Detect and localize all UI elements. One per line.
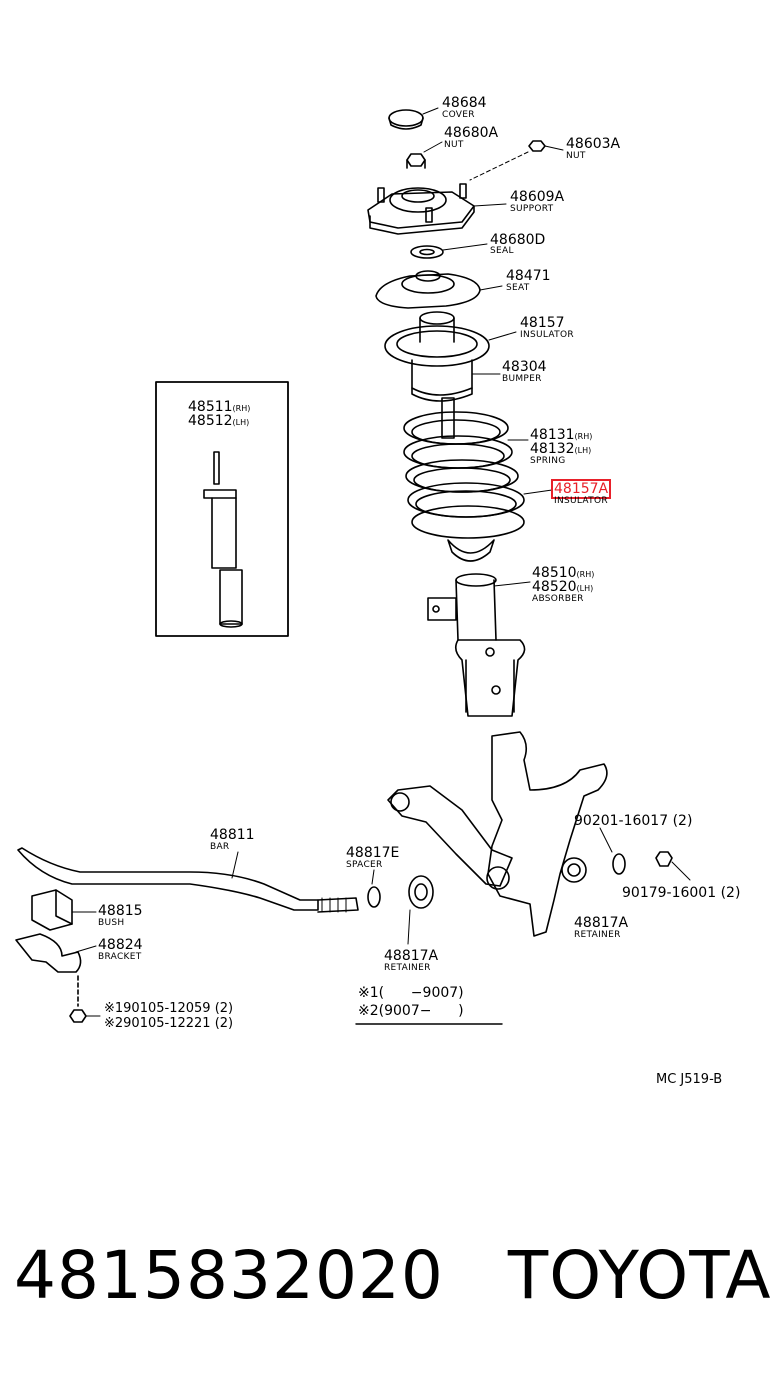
nut-a-part xyxy=(406,141,443,169)
spring-lh-part-number: 48132(LH) xyxy=(530,441,592,457)
insulator-upper-part-number: 48157 xyxy=(520,315,565,331)
cover-part-number: 48684 xyxy=(442,95,487,111)
seat-part xyxy=(375,270,503,309)
bracket-part-number: 48824 xyxy=(98,937,143,953)
spacer-part xyxy=(367,869,381,908)
absorber-lh-part-number: 48520(LH) xyxy=(532,579,594,595)
spacer-part-number: 48817E xyxy=(346,845,400,861)
insulator-upper-part xyxy=(384,311,517,367)
steering-knuckle-part xyxy=(487,731,608,937)
legend-row-1: ※1( −9007) xyxy=(358,985,464,1001)
seal-part xyxy=(410,243,488,259)
insulator-lower-part xyxy=(447,489,553,562)
bracket-part xyxy=(15,933,97,1007)
nut-b-part xyxy=(469,140,564,181)
shock-absorber-part xyxy=(427,573,531,717)
seal-part-number: 48680D xyxy=(490,232,546,248)
diagram-reference-code: MC J519-B xyxy=(656,1072,723,1087)
cartridge-inset-box xyxy=(155,381,289,637)
bumper-part-name: BUMPER xyxy=(502,374,542,384)
bar-part-name: BAR xyxy=(210,842,230,852)
footer-caption: 4815832020 TOYOTA xyxy=(14,1236,771,1316)
bush-part xyxy=(31,889,97,931)
retainer-right-part-name: RETAINER xyxy=(574,930,621,940)
bumper-part-number: 48304 xyxy=(502,359,547,375)
retainer-right-part-number: 48817A xyxy=(574,915,629,931)
spring-rh-part-number: 48131(RH) xyxy=(530,427,593,443)
footer-brand: TOYOTA xyxy=(507,1237,772,1314)
bolt-nut-right-part xyxy=(599,827,691,881)
cover-part xyxy=(388,107,439,130)
retainer-center-part-number: 48817A xyxy=(384,948,439,964)
absorber-rh-part-number: 48510(RH) xyxy=(532,565,595,581)
nut-a-part-number: 48680A xyxy=(444,125,499,141)
nut-b-part-name: NUT xyxy=(566,151,586,161)
seat-part-name: SEAT xyxy=(506,283,530,293)
seat-part-number: 48471 xyxy=(506,268,551,284)
cartridge-lh-part-number: 48512(LH) xyxy=(188,413,250,429)
bar-part-number: 48811 xyxy=(210,827,255,843)
nut-a-part-name: NUT xyxy=(444,140,464,150)
absorber-part-name: ABSORBER xyxy=(532,594,584,604)
bush-part-number: 48815 xyxy=(98,903,143,919)
bolt-part-number: 90201-16017 (2) xyxy=(574,813,693,829)
bolt-1-part-number: ※190105-12059 (2) xyxy=(104,1001,234,1016)
support-part-name: SUPPORT xyxy=(510,204,554,214)
footer-part-number: 4815832020 xyxy=(14,1237,444,1314)
support-mount-part xyxy=(367,183,507,235)
nut-b-part-number: 48603A xyxy=(566,136,621,152)
stabilizer-bar-part xyxy=(17,847,359,913)
nut-c-part-number: 90179-16001 (2) xyxy=(622,885,741,901)
insulator-lower-part-name: INSULATOR xyxy=(554,496,608,506)
insulator-upper-part-name: INSULATOR xyxy=(520,330,574,340)
bumper-part xyxy=(411,359,501,402)
seal-part-name: SEAL xyxy=(490,246,514,256)
bolt-2-part-number: ※290105-12221 (2) xyxy=(104,1016,234,1031)
spacer-part-name: SPACER xyxy=(346,860,383,870)
retainer-center-part xyxy=(407,875,434,945)
cover-part-name: COVER xyxy=(442,110,475,120)
legend-row-2: ※2(9007− ) xyxy=(358,1003,464,1019)
bracket-part-name: BRACKET xyxy=(98,952,142,962)
retainer-center-part-name: RETAINER xyxy=(384,963,431,973)
highlighted-part-number[interactable]: 48157A xyxy=(550,479,612,499)
exploded-parts-diagram xyxy=(15,107,691,1025)
control-arm-part xyxy=(387,785,513,890)
bush-part-name: BUSH xyxy=(98,918,125,928)
cartridge-rh-part-number: 48511(RH) xyxy=(188,399,251,415)
coil-spring-part xyxy=(403,397,529,539)
support-part-number: 48609A xyxy=(510,189,565,205)
bracket-bolt-part xyxy=(69,1009,101,1023)
spring-part-name: SPRING xyxy=(530,456,566,466)
